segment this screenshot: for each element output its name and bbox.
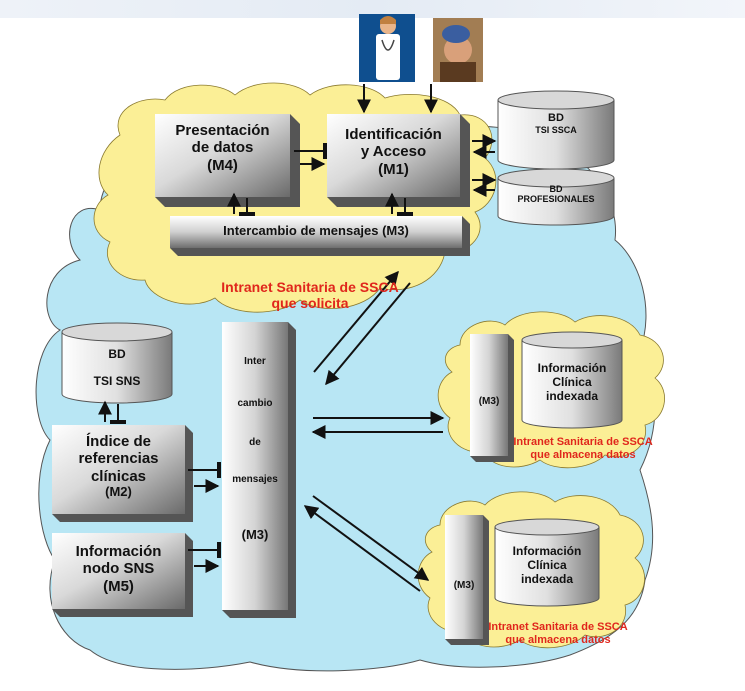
db-info-2-line2: Clínica [527,557,567,572]
m3-right-box-1 [470,334,514,462]
m1-identification-box [327,114,470,207]
db-info-2-line3: indexada [520,571,574,586]
db-info-1-line3: indexada [545,388,599,403]
cloud-almacena-2-label: Intranet Sanitaria de SSCA que almacena … [478,621,638,646]
db-tsi-ssca-line2: TSI SSCA [535,124,577,135]
m4-label: Presentación de datos (M4) [155,122,290,174]
m3-top-exchange-box [170,216,470,256]
m3-center-line1: Inter [244,356,266,367]
db-info-1-label: Información Clínica indexada [522,361,622,403]
m3-center-line2: cambio [237,398,273,409]
cloud-solicita-line2: que solicita [271,295,349,312]
db-tsi-ssca [497,90,615,170]
m1-line2: y Acceso [360,143,427,161]
m4-line2: de datos [191,139,254,157]
m3-right-1-label: (M3) [478,396,500,407]
m2-line1: Índice de [85,433,152,450]
db-info-1-line1: Información [537,361,607,375]
patient-icon [433,18,483,82]
db-tsi-ssca-line1: BD [548,112,564,124]
m3-center-exchange-box [222,322,296,618]
cloud-almacena-1-line1: Intranet Sanitaria de SSCA [513,436,653,448]
cloud-almacena-2-line1: Intranet Sanitaria de SSCA [488,621,628,633]
db-info-2-label: Información Clínica indexada [495,544,599,586]
m3-right-2-label: (M3) [453,580,475,591]
m2-line3: clínicas [90,467,147,485]
db-profesionales-line2: PROFESIONALES [517,194,595,205]
m5-line1: Información [75,543,162,560]
m4-line1: Presentación [175,122,270,139]
m2-index-box [52,425,193,522]
m4-presentation-box [155,114,300,207]
cloud-solicita-label: Intranet Sanitaria de SSCA que solicita [180,279,440,311]
m5-line3: (M5) [103,577,134,595]
m3-center-line4: mensajes [232,474,278,485]
db-tsi-ssca-label: BD TSI SSCA [498,112,614,135]
m5-line2: nodo SNS [82,560,155,578]
db-tsi-sns [61,322,173,404]
m2-line2: referencias [78,450,159,468]
m2-label: Índice de referencias clínicas (M2) [52,433,185,500]
m3-center-line5: (M3) [241,527,269,542]
m3-right-box-2 [445,515,489,645]
db-info-clinica-2 [494,518,600,607]
db-tsi-sns-line2: TSI SNS [93,373,141,388]
db-info-2-line1: Información [512,544,582,558]
m5-label: Información nodo SNS (M5) [52,543,185,595]
m3-center-line3: de [249,437,261,448]
db-profesionales-line1: BD [549,184,563,194]
m1-line1: Identificación [345,126,442,143]
cloud-almacena-2-line2: que almacena datos [505,633,611,646]
doctor-icon [359,14,415,82]
cloud-almacena-1-label: Intranet Sanitaria de SSCA que almacena … [503,436,663,461]
db-tsi-sns-label: BD TSI SNS [62,346,172,390]
db-info-1-line2: Clínica [552,374,592,389]
m1-label: Identificación y Acceso (M1) [327,126,460,178]
m2-line4: (M2) [105,483,132,499]
cloud-almacena-1-line2: que almacena datos [530,448,636,461]
top-band [0,0,745,18]
db-info-clinica-1 [521,331,623,429]
m5-node-box [52,533,193,617]
db-profesionales-label: BD PROFESIONALES [498,184,614,205]
db-tsi-sns-line1: BD [108,347,126,361]
m1-line3: (M1) [378,160,409,178]
cloud-solicita-line1: Intranet Sanitaria de SSCA [221,279,399,295]
m4-line3: (M4) [207,156,238,174]
db-profesionales [497,168,615,226]
m3-top-label: Intercambio de mensajes (M3) [223,223,409,238]
